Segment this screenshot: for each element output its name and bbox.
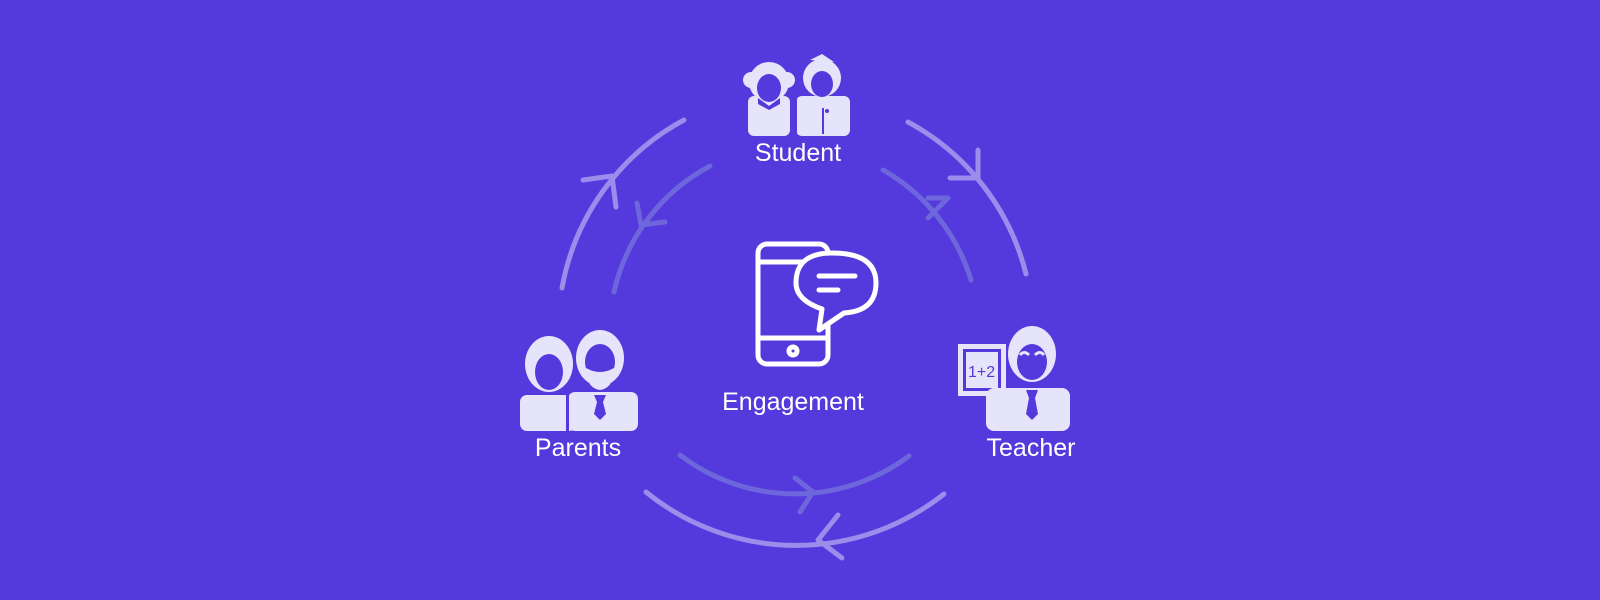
phone-chat-icon	[755, 241, 879, 367]
teacher-label: Teacher	[986, 434, 1076, 462]
inner-arrowhead-student-to-parents	[634, 200, 668, 228]
outer-arc-student-to-teacher	[905, 119, 1029, 277]
inner-arrowhead-teacher-to-student	[925, 195, 951, 221]
board-text: 1+2	[968, 364, 995, 381]
outer-arc-teacher-to-parents	[643, 489, 947, 548]
outer-arc-parents-to-student	[559, 117, 687, 291]
student-label: Student	[754, 139, 842, 167]
inner-cycle-arrows	[611, 163, 974, 515]
engagement-label: Engagement	[722, 388, 864, 416]
inner-arc-parents-to-teacher	[677, 452, 912, 497]
inner-arc-teacher-to-student	[880, 167, 974, 283]
students-icon-details	[757, 71, 833, 136]
teacher-icon: 1+2	[958, 326, 1070, 431]
outer-arc-arrowhead-student-to-teacher	[947, 147, 981, 181]
inner-arc-student-to-parents	[611, 163, 713, 295]
inner-arrowhead-parents-to-teacher	[792, 475, 816, 515]
parents-label: Parents	[534, 434, 622, 462]
outer-cycle-arrows	[559, 117, 1029, 561]
outer-arrowhead-teacher-to-parents	[815, 512, 845, 561]
father-beard-icon	[586, 368, 614, 390]
outer-arrowhead-parents-to-student	[580, 173, 619, 210]
